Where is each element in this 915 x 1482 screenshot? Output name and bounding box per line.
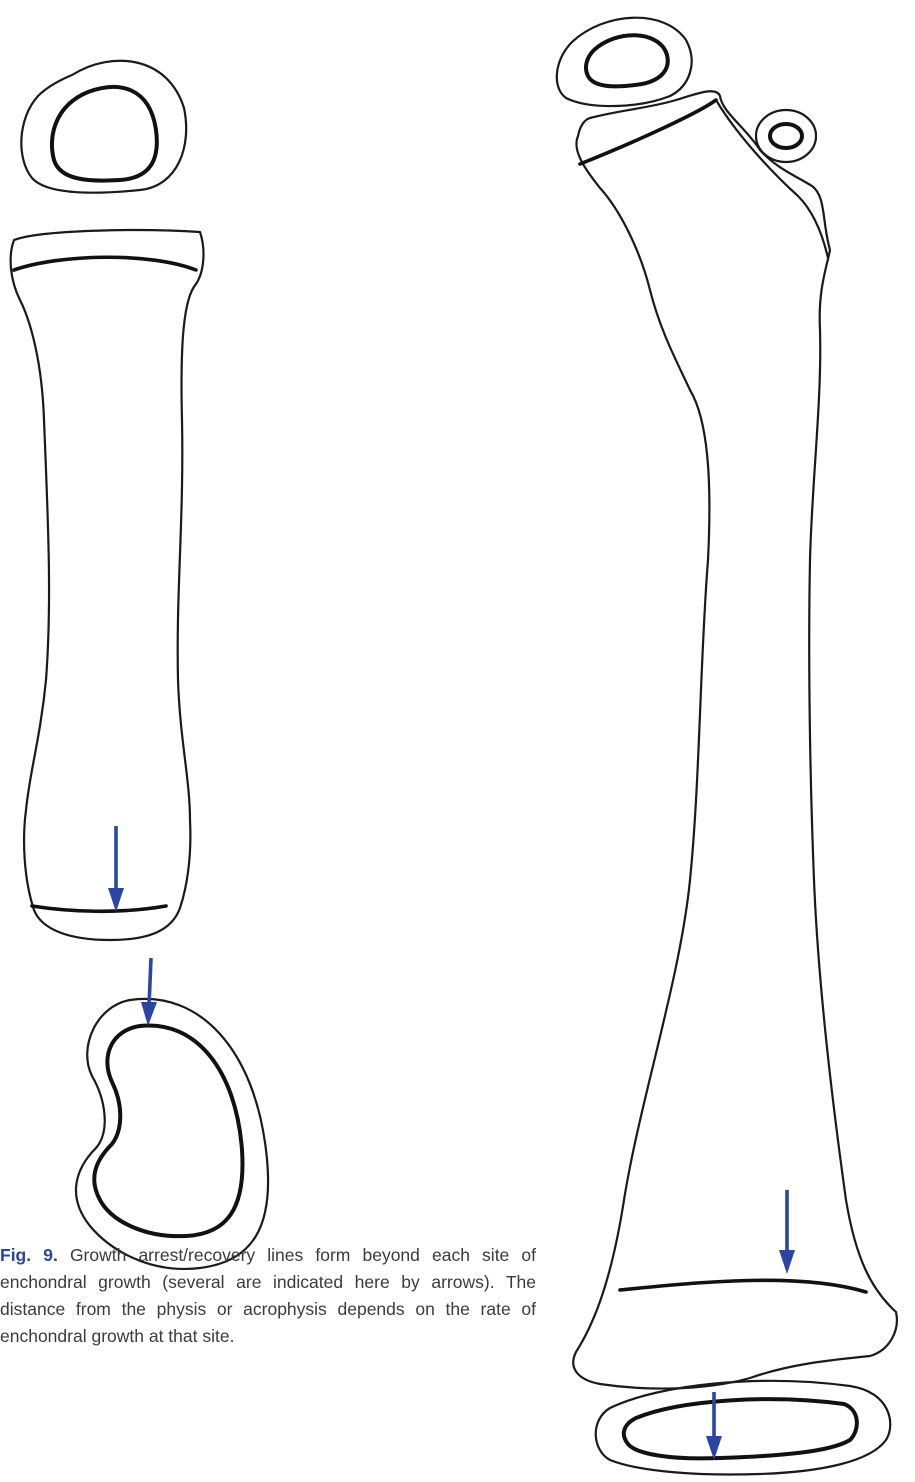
right-bottom-ossicle-inner xyxy=(624,1399,857,1458)
arrow-left-ossicle xyxy=(141,958,157,1026)
left-distal-growth-line xyxy=(32,906,166,911)
right-top-epiphysis-inner xyxy=(586,35,668,86)
figure-label: Fig. 9. xyxy=(0,1245,58,1265)
left-top-epiphysis-outer xyxy=(21,61,186,193)
left-top-epiphysis-inner xyxy=(52,87,157,181)
right-proximal-notch-line xyxy=(716,100,828,258)
left-proximal-physis-line xyxy=(14,257,196,270)
right-bottom-ossicle-outer xyxy=(596,1381,891,1475)
left-long-bone-shaft xyxy=(11,230,204,940)
caption-text: Growth arrest/recovery lines form beyond… xyxy=(0,1245,536,1346)
arrow-right-distal-metaphysis xyxy=(779,1190,795,1274)
left-bone-group xyxy=(11,61,268,1269)
arrows xyxy=(108,826,795,1460)
right-distal-growth-line xyxy=(620,1280,866,1292)
figure-caption: Fig. 9. Growth arrest/recovery lines for… xyxy=(0,1242,536,1350)
arrow-left-distal-physis xyxy=(108,826,124,912)
right-bone-group xyxy=(557,18,897,1475)
right-top-epiphysis-outer xyxy=(557,18,692,106)
left-lower-ossicle-inner xyxy=(94,1026,242,1237)
right-long-bone-shaft xyxy=(573,91,897,1388)
right-proximal-physis-line xyxy=(580,100,716,164)
right-small-ossicle-inner xyxy=(770,124,802,148)
